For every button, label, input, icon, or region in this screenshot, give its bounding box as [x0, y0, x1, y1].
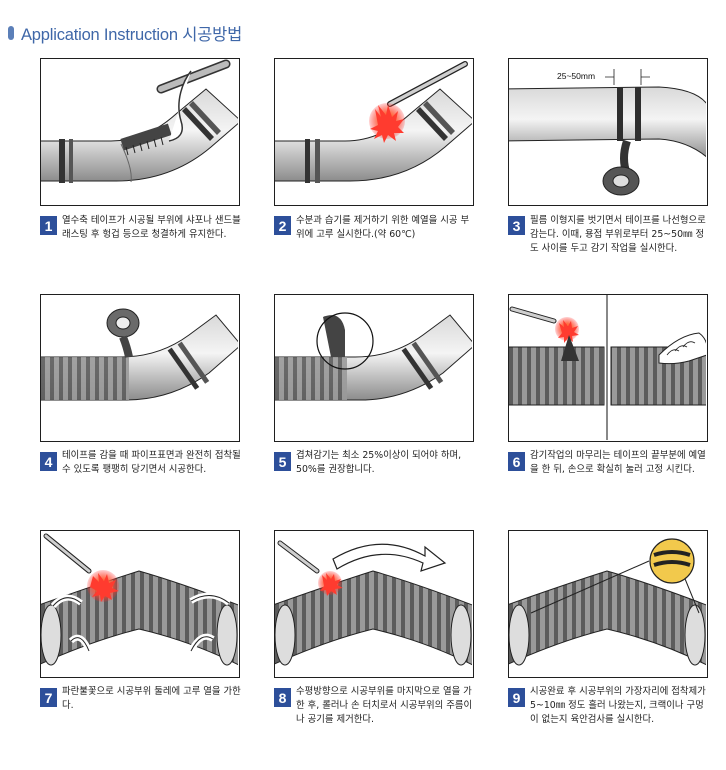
- step-8-badge: 8: [274, 688, 291, 707]
- step-4-text: 테이프를 감을 때 파이프표면과 완전히 접착될 수 있도록 팽팽히 당기면서 …: [62, 450, 241, 476]
- flame-icon: [369, 103, 405, 143]
- step-9-text: 시공완료 후 시공부위의 가장자리에 접착제가 5~10㎜ 정도 흘러 나왔는지…: [530, 686, 706, 726]
- step-2-illustration: [274, 58, 474, 206]
- overlap-highlight-circle: [316, 312, 374, 370]
- step-8-illustration: [274, 530, 474, 678]
- step-1-badge: 1: [40, 216, 57, 235]
- step-4-illustration: [40, 294, 240, 442]
- gap-dimension-label: 25~50mm: [557, 71, 595, 81]
- step-5-illustration: [274, 294, 474, 442]
- step-2-badge: 2: [274, 216, 291, 235]
- step-3-text: 필름 이형지를 벗기면서 테이프를 나선형으로 감는다. 이때, 용접 부위로부…: [530, 215, 706, 255]
- direction-arrow-icon: [332, 543, 447, 572]
- step-7-badge: 7: [40, 688, 57, 707]
- page-title: Application Instruction 시공방법: [8, 22, 242, 44]
- step-6-badge: 6: [508, 452, 525, 471]
- step-4-badge: 4: [40, 452, 57, 471]
- step-9-badge: 9: [508, 688, 525, 707]
- flame-icon: [318, 571, 343, 596]
- torch-icon: [387, 61, 468, 107]
- hand-icon: [658, 332, 706, 365]
- step-8-text: 수평방향으로 시공부위를 마지막으로 열을 가한 후, 롤러나 손 터치로서 시…: [296, 686, 473, 726]
- step-9-illustration: [508, 530, 708, 678]
- torch-icon: [509, 306, 557, 324]
- flame-icon: [555, 317, 579, 343]
- page-title-text: Application Instruction 시공방법: [21, 26, 243, 44]
- magnifier-inspection-icon: [649, 538, 695, 584]
- step-6-illustration: [508, 294, 708, 442]
- torch-icon: [43, 533, 92, 574]
- flame-icon: [87, 570, 119, 602]
- step-1-text: 열수축 테이프가 시공될 부위에 샤포나 샌드블래스팅 후 헝겁 등으로 청결하…: [62, 215, 241, 241]
- step-3-illustration: 25~50mm: [508, 58, 708, 206]
- step-5-text: 겹쳐감기는 최소 25%이상이 되어야 하며, 50%를 권장합니다.: [296, 450, 462, 476]
- tape-roll-icon: [602, 166, 640, 196]
- tape-roll-icon: [106, 308, 140, 358]
- step-3-badge: 3: [508, 216, 525, 235]
- step-2-text: 수분과 습기를 제거하기 위한 예열을 시공 부위에 고루 실시한다.(약 60…: [296, 215, 470, 241]
- step-7-illustration: [40, 530, 240, 678]
- step-1-illustration: [40, 58, 240, 206]
- wire-brush-icon: [120, 59, 231, 156]
- step-7-text: 파란불꽃으로 시공부위 둘레에 고루 열을 가한다.: [62, 686, 241, 712]
- step-5-badge: 5: [274, 452, 291, 471]
- torch-icon: [277, 540, 320, 574]
- title-bullet-icon: [8, 26, 14, 40]
- step-6-text: 감기작업의 마무리는 테이프의 끝부분에 예열을 한 뒤, 손으로 확실히 눌러…: [530, 450, 706, 476]
